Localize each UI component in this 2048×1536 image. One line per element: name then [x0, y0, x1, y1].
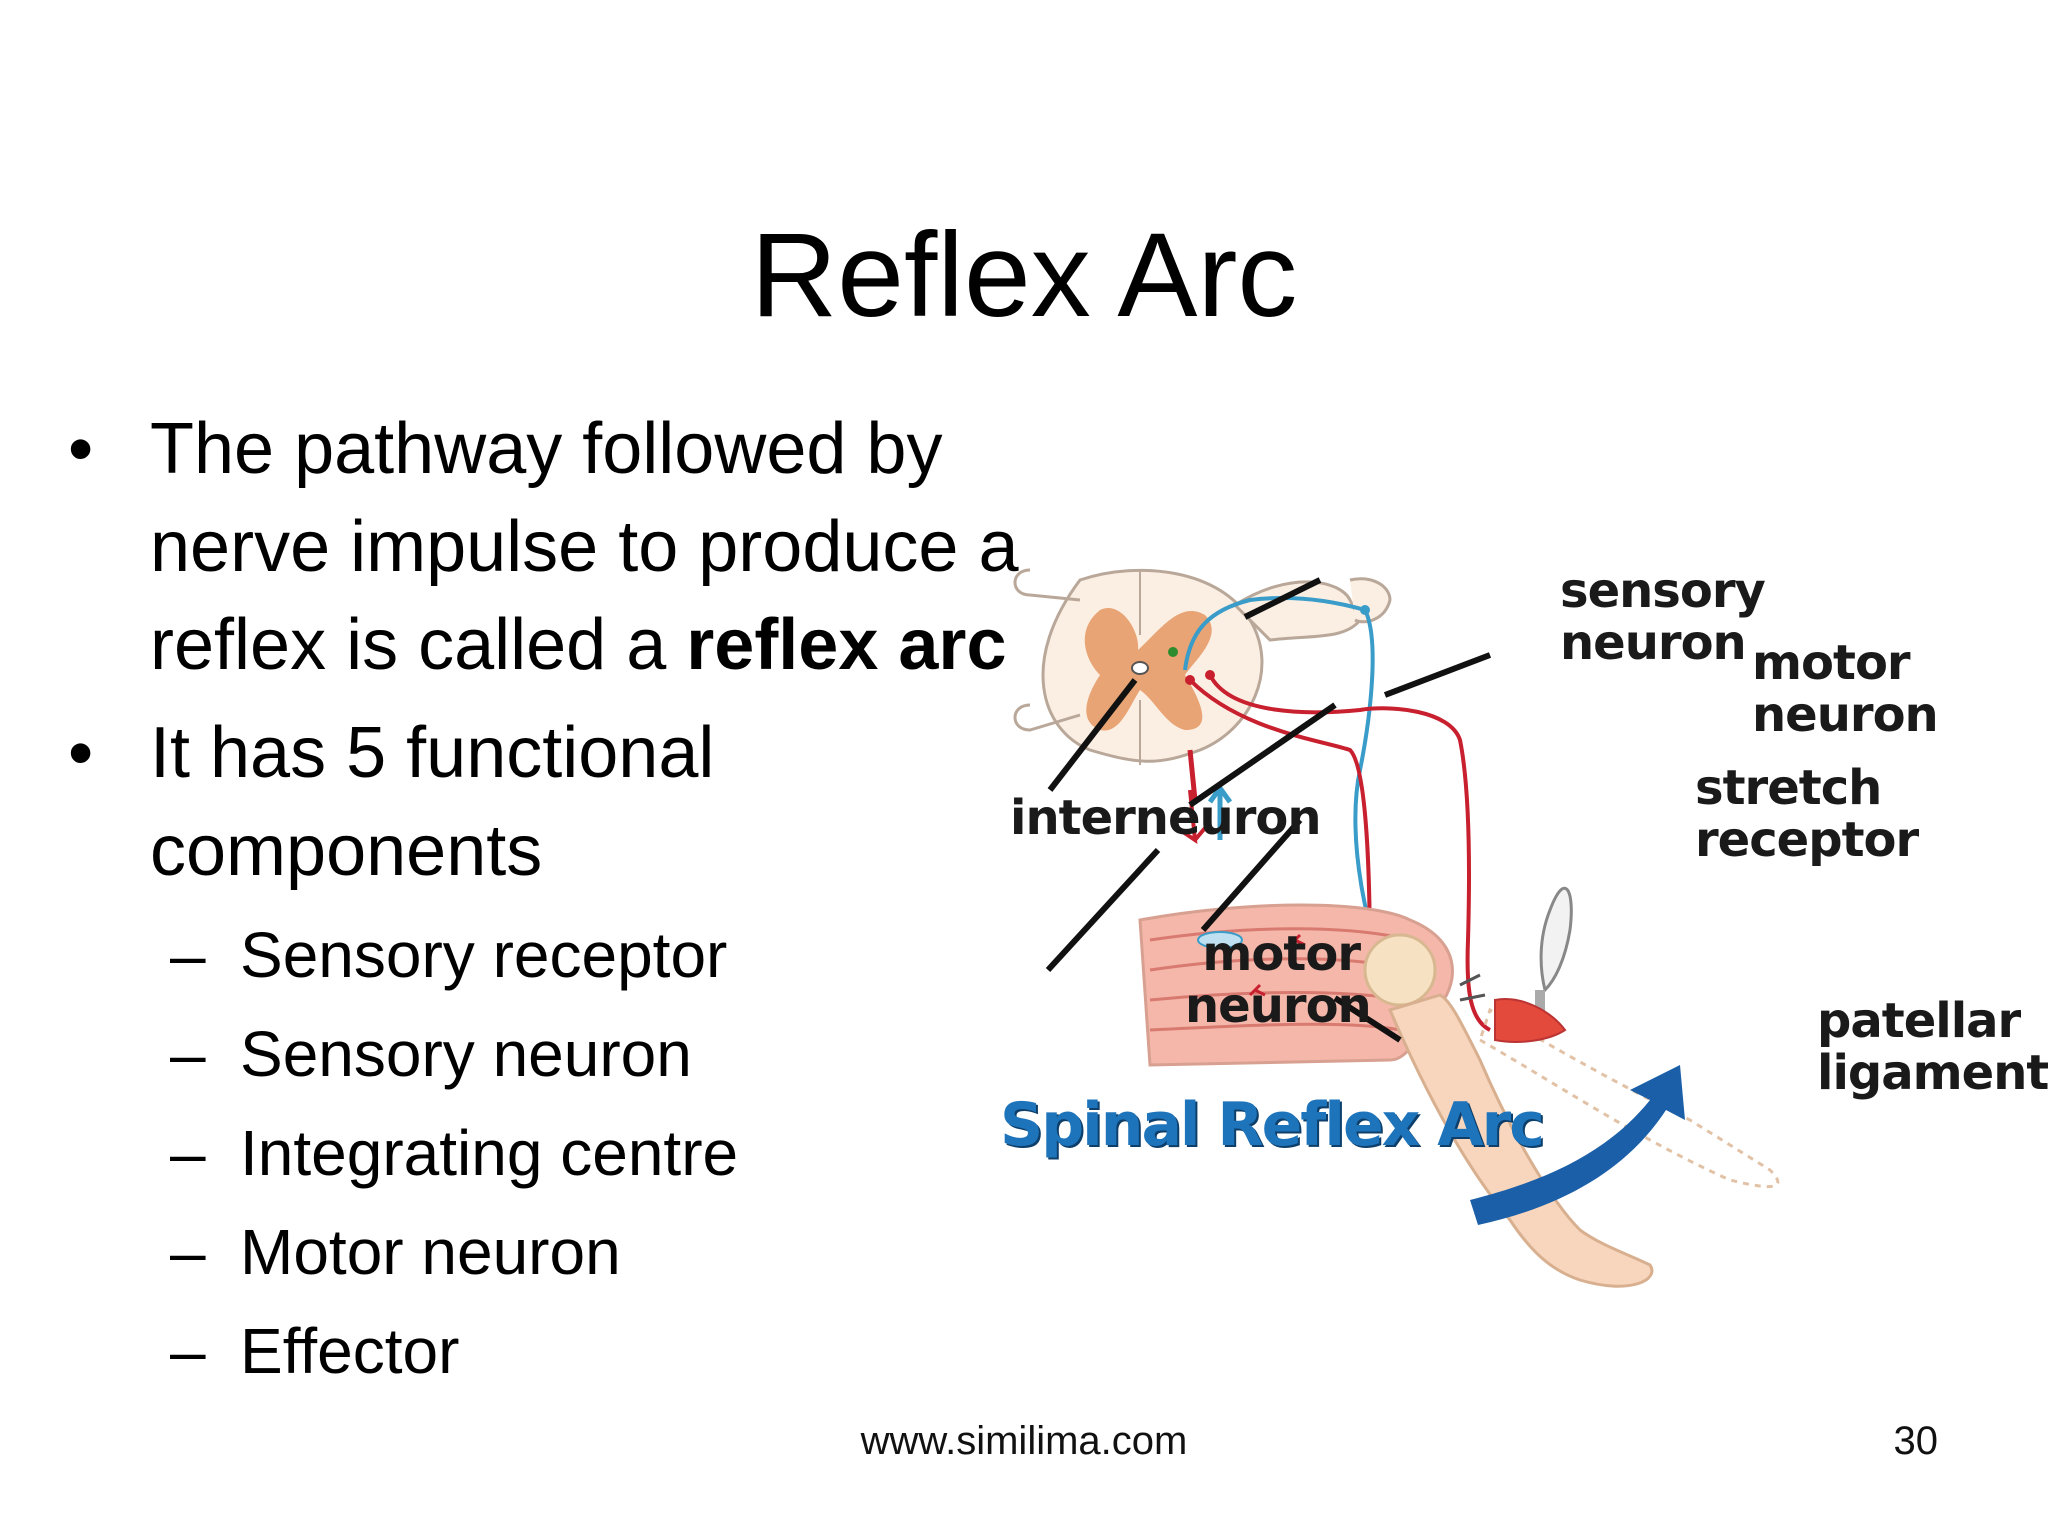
- component-item: –Sensory receptor: [60, 906, 1060, 1005]
- label-sensory-neuron: sensory neuron: [1560, 563, 1766, 671]
- label-line: patellar: [1817, 993, 2021, 1049]
- kick-arrow-icon: [1470, 1065, 1685, 1225]
- label-stretch-receptor: stretch receptor: [1695, 760, 1919, 868]
- motor-top-leader: [1188, 702, 1337, 808]
- component-label: Sensory receptor: [240, 919, 728, 991]
- stretch-leader: [1200, 818, 1303, 932]
- bullet-text: The pathway followed by nerve impulse to…: [150, 409, 1019, 685]
- component-item: –Motor neuron: [60, 1203, 1060, 1302]
- bullet-list: • The pathway followed by nerve impulse …: [60, 400, 1060, 1401]
- bullet-components: • It has 5 functional components: [60, 704, 1060, 900]
- bullet-bold-term: reflex arc: [686, 605, 1007, 685]
- label-line: sensory: [1560, 563, 1766, 619]
- component-label: Integrating centre: [240, 1117, 739, 1189]
- bullet-symbol: •: [68, 409, 94, 489]
- spinal-cord-cross-section-icon: [1013, 568, 1392, 765]
- bullet-text: It has 5 functional components: [150, 713, 715, 891]
- label-motor-neuron-top: motor neuron: [1752, 635, 1939, 743]
- component-label: Sensory neuron: [240, 1018, 692, 1090]
- reflex-arc-illustration: [1013, 568, 1780, 1288]
- sensory-leader: [1243, 577, 1322, 620]
- dash-symbol: –: [170, 1216, 206, 1288]
- bullet-symbol: •: [68, 713, 94, 793]
- motor-pathway: [1208, 674, 1492, 1032]
- dash-symbol: –: [170, 1018, 206, 1090]
- motor-low-leader: [1045, 847, 1161, 973]
- label-line: neuron: [1560, 615, 1747, 671]
- label-line: motor: [1752, 635, 1911, 691]
- label-patellar-ligament: patellar ligament: [1817, 995, 2048, 1099]
- label-line: neuron: [1752, 687, 1939, 743]
- component-item: –Effector: [60, 1302, 1060, 1401]
- label-line: receptor: [1695, 812, 1919, 868]
- dash-symbol: –: [170, 919, 206, 991]
- patellar-leader: [1333, 995, 1402, 1043]
- component-item: –Sensory neuron: [60, 1005, 1060, 1104]
- label-line: stretch: [1695, 760, 1882, 816]
- label-line: neuron: [1185, 978, 1372, 1034]
- label-interneuron: interneuron: [1010, 790, 1322, 846]
- dash-symbol: –: [170, 1315, 206, 1387]
- slide-title: Reflex Arc: [750, 208, 1298, 343]
- label-motor-neuron-low: motor neuron: [1185, 926, 1372, 1034]
- component-label: Motor neuron: [240, 1216, 621, 1288]
- label-line: motor: [1202, 926, 1361, 982]
- component-label: Effector: [240, 1315, 460, 1387]
- footer-url: www.similima.com: [860, 1419, 1188, 1463]
- reflex-hammer-icon: [1459, 886, 1573, 1043]
- reflex-arc-diagram: [990, 540, 2040, 1300]
- page-number: 30: [1893, 1419, 1939, 1463]
- interneuron-leader: [1047, 678, 1138, 792]
- component-item: –Integrating centre: [60, 1104, 1060, 1203]
- diagram-caption: Spinal Reflex Arc: [1000, 1090, 1545, 1160]
- bullet-definition: • The pathway followed by nerve impulse …: [60, 400, 1060, 694]
- label-line: ligament: [1817, 1045, 2048, 1101]
- dash-symbol: –: [170, 1117, 206, 1189]
- component-list: –Sensory receptor –Sensory neuron –Integ…: [60, 906, 1060, 1401]
